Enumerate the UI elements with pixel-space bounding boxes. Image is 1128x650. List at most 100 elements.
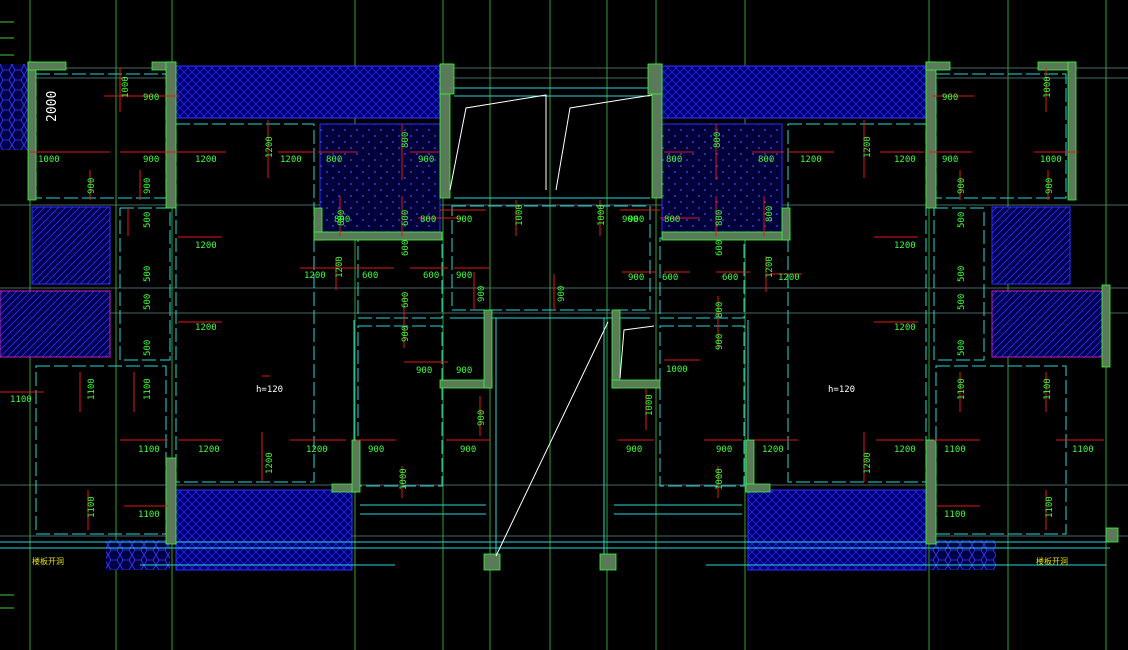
dim-text: 1200 bbox=[894, 445, 916, 455]
dim-text: 800 bbox=[713, 132, 723, 148]
dim-text: 1000 bbox=[645, 394, 655, 416]
dim-text: 900 bbox=[456, 271, 472, 281]
slab-label-left: h=120 bbox=[256, 385, 283, 395]
dim-text: 900 bbox=[143, 178, 153, 194]
dim-text: 600 bbox=[715, 240, 725, 256]
dim-text: 1000 bbox=[666, 365, 688, 375]
dim-text: 1000 bbox=[1040, 155, 1062, 165]
dim-text: 900 bbox=[477, 286, 487, 302]
dim-text: 500 bbox=[143, 340, 153, 356]
dim-text: 900 bbox=[87, 178, 97, 194]
dim-text: 800 bbox=[666, 155, 682, 165]
dim-text: 1000 bbox=[38, 155, 60, 165]
dim-text: 500 bbox=[957, 340, 967, 356]
dim-text: 900 bbox=[143, 93, 159, 103]
dim-text: 500 bbox=[957, 266, 967, 282]
dim-text: 600 bbox=[662, 273, 678, 283]
dim-text: 1200 bbox=[762, 445, 784, 455]
dim-text: 900 bbox=[715, 334, 725, 350]
stair-label-right: 楼板开洞 bbox=[1036, 556, 1068, 566]
dim-text: 1200 bbox=[195, 155, 217, 165]
dim-text: 800 bbox=[758, 155, 774, 165]
dim-text: 800 bbox=[420, 215, 436, 225]
dim-text: 800 bbox=[664, 215, 680, 225]
dim-text: 900 bbox=[626, 445, 642, 455]
dim-text: 1200 bbox=[335, 256, 345, 278]
room-outlines bbox=[35, 73, 1067, 535]
stair-and-window-lines bbox=[449, 94, 655, 557]
dim-text: 900 bbox=[628, 215, 644, 225]
dim-text: 900 bbox=[460, 445, 476, 455]
dim-text: 1100 bbox=[1043, 378, 1053, 400]
stair-label-left: 楼板开洞 bbox=[32, 556, 64, 566]
dim-text: 1100 bbox=[944, 510, 966, 520]
dim-text: 1000 bbox=[597, 204, 607, 226]
dim-text: 1200 bbox=[863, 452, 873, 474]
grid-ticks bbox=[0, 21, 14, 609]
dim-text: 1100 bbox=[143, 378, 153, 400]
dim-text: 1100 bbox=[87, 496, 97, 518]
dim-text: 1200 bbox=[195, 241, 217, 251]
dim-text: 1100 bbox=[138, 510, 160, 520]
dim-text: 1200 bbox=[863, 136, 873, 158]
dim-text: 1200 bbox=[195, 323, 217, 333]
dim-text: 900 bbox=[942, 155, 958, 165]
dim-text: 1000 bbox=[1043, 76, 1053, 98]
dim-text: 1200 bbox=[265, 452, 275, 474]
dim-text: 900 bbox=[942, 93, 958, 103]
dimension-texts-vertical: 1000 1200 800 800 1200 1000 900 900 500 … bbox=[87, 76, 1055, 518]
dim-text: 1200 bbox=[765, 256, 775, 278]
dim-text: 500 bbox=[957, 212, 967, 228]
dim-text: 800 bbox=[715, 210, 725, 226]
slab-label-right: h=120 bbox=[828, 385, 855, 395]
walls bbox=[27, 61, 1119, 571]
dim-text: 800 bbox=[401, 132, 411, 148]
dim-text: 900 bbox=[143, 155, 159, 165]
dim-text: 500 bbox=[143, 266, 153, 282]
dim-text: 900 bbox=[456, 366, 472, 376]
dim-text: 900 bbox=[628, 273, 644, 283]
dim-text: 500 bbox=[143, 212, 153, 228]
dim-text: 900 bbox=[622, 215, 638, 225]
dim-text: 1200 bbox=[306, 445, 328, 455]
dim-text: 1000 bbox=[399, 468, 409, 490]
dim-text: 600 bbox=[722, 273, 738, 283]
dim-text: 1100 bbox=[138, 445, 160, 455]
dim-text: 1100 bbox=[87, 378, 97, 400]
vertical-dim-label: 2000 bbox=[45, 91, 60, 122]
dim-text: 600 bbox=[401, 210, 411, 226]
dim-text: 1000 bbox=[515, 204, 525, 226]
dim-text: 1100 bbox=[10, 395, 32, 405]
dim-text: 500 bbox=[957, 294, 967, 310]
dim-text: 1000 bbox=[715, 468, 725, 490]
dim-text: 600 bbox=[423, 271, 439, 281]
dim-text: 900 bbox=[477, 410, 487, 426]
dim-text: 900 bbox=[716, 445, 732, 455]
dim-text: 1100 bbox=[1072, 445, 1094, 455]
dim-text: 800 bbox=[765, 206, 775, 222]
dim-text: 1200 bbox=[265, 136, 275, 158]
dim-text: 1100 bbox=[957, 378, 967, 400]
dim-text: 500 bbox=[143, 294, 153, 310]
structural-lines bbox=[0, 87, 1110, 566]
dim-text: 1200 bbox=[800, 155, 822, 165]
dim-text: 1200 bbox=[778, 273, 800, 283]
dim-text: 800 bbox=[326, 155, 342, 165]
dim-text: 1200 bbox=[894, 323, 916, 333]
dim-text: 900 bbox=[456, 215, 472, 225]
dim-text: 800 bbox=[337, 210, 347, 226]
slab-hatching bbox=[0, 64, 1103, 571]
dim-text: 900 bbox=[416, 366, 432, 376]
dim-text: 900 bbox=[401, 326, 411, 342]
dim-text: 800 bbox=[334, 215, 350, 225]
dim-text: 1200 bbox=[280, 155, 302, 165]
dim-text: 900 bbox=[557, 286, 567, 302]
dim-text: 600 bbox=[401, 292, 411, 308]
dim-text: 1200 bbox=[304, 271, 326, 281]
dim-text: 600 bbox=[362, 271, 378, 281]
dimension-lines bbox=[0, 68, 1104, 530]
dim-text: 1200 bbox=[894, 155, 916, 165]
dim-text: 1100 bbox=[1045, 496, 1055, 518]
